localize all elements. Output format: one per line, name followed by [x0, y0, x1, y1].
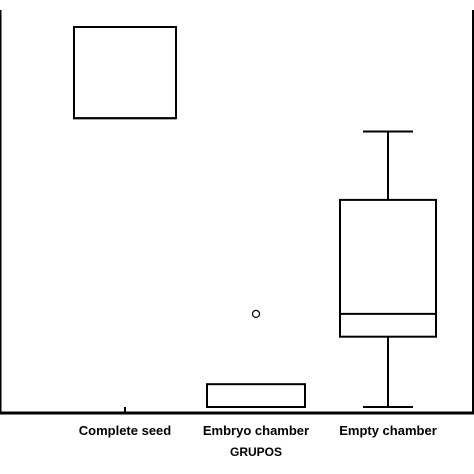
- tick-label-complete-seed: Complete seed: [79, 423, 172, 438]
- tick-labels-layer: Complete seed Embryo chamber Empty chamb…: [79, 423, 437, 459]
- outlier-point-embryo-chamber: [251, 309, 261, 318]
- boxes-layer: [73, 26, 437, 414]
- box-complete-seed: [73, 26, 177, 120]
- x-axis-title: GRUPOS: [230, 445, 282, 459]
- box-embryo-chamber: [206, 383, 306, 409]
- tick-label-embryo-chamber: Embryo chamber: [203, 423, 309, 438]
- box-empty-chamber: [339, 198, 437, 338]
- axes-layer: [0, 10, 474, 415]
- tick-label-empty-chamber: Empty chamber: [339, 423, 437, 438]
